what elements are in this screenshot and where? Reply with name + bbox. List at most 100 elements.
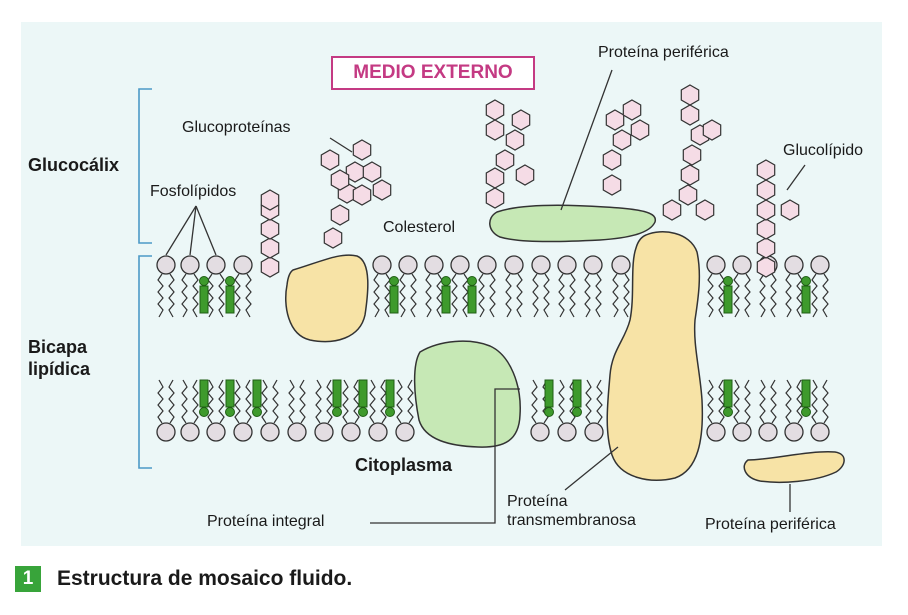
sugar-hexagon [695,199,715,221]
phospholipid [233,379,253,442]
cholesterol [225,379,235,417]
phospholipid [395,379,415,442]
transmembrane-protein [606,231,704,481]
cholesterol [801,379,811,417]
sugar-hexagon [622,99,642,121]
figure-caption: 1 Estructura de mosaico fluido. [15,566,352,592]
sugar-hexagon [612,129,632,151]
sugar-hexagon [352,184,372,206]
phospholipid [424,255,444,318]
cholesterol [358,379,368,417]
cholesterol [544,379,554,417]
sugar-hexagon [320,149,340,171]
integral-protein-inner [413,340,521,448]
phospholipid [706,379,726,442]
phospholipid [260,379,280,442]
label-proteina-transmembranosa: Proteína transmembranosa [507,493,636,530]
phospholipid [732,379,752,442]
sugar-hexagon [682,144,702,166]
figure-title: Estructura de mosaico fluido. [57,567,353,590]
label-bicapa-lipidica: Bicapa lipídica [28,337,91,379]
sugar-hexagon [756,237,776,259]
sugar-hexagon [260,218,280,240]
phospholipid [156,255,176,318]
sugar-hexagon [485,167,505,189]
phospholipid [732,255,752,318]
sugar-hexagon [630,119,650,141]
sugar-hexagon [605,109,625,131]
label-citoplasma: Citoplasma [355,455,453,475]
integral-protein-outer [285,254,369,343]
phospholipid [504,255,524,318]
phospholipid [206,255,226,318]
cholesterol [467,276,477,314]
phospholipid [584,379,604,442]
sugar-hexagon [485,119,505,141]
sugar-chains [260,84,800,278]
sugar-hexagon [756,256,776,278]
label-glucocalix: Glucocálix [28,155,120,175]
sugar-hexagon [485,99,505,121]
sugar-hexagon [495,149,515,171]
sugar-hexagon [678,184,698,206]
peripheral-protein-top [489,204,656,243]
cholesterol [199,379,209,417]
phospholipid [450,255,470,318]
label-proteina-periferica-top: Proteína periférica [598,44,729,61]
sugar-hexagon [511,109,531,131]
diagram-background [21,22,882,546]
label-colesterol: Colesterol [383,219,456,236]
phospholipid [583,255,603,318]
sugar-hexagon [662,199,682,221]
sugar-hexagon [756,159,776,181]
phospholipid [531,255,551,318]
phospholipid [784,379,804,442]
label-fosfolipidos: Fosfolípidos [150,183,237,200]
phospholipid [557,255,577,318]
sugar-hexagon [680,84,700,106]
phospholipid [810,379,830,442]
sugar-hexagon [780,199,800,221]
glucocalix-brace [138,88,152,244]
cholesterol [389,276,399,314]
figure-number-badge: 1 [15,566,41,592]
sugar-hexagon [362,161,382,183]
peripheral-protein-bottom [743,450,845,483]
sugar-hexagon [260,237,280,259]
sugar-hexagon [260,189,280,211]
sugar-hexagon [485,187,505,209]
cholesterol [572,379,582,417]
cholesterol [723,276,733,314]
sugar-hexagon [323,227,343,249]
phospholipid [611,255,631,318]
sugar-hexagon [260,256,280,278]
phospholipid [206,379,226,442]
phospholipid [180,255,200,318]
phospholipid [341,379,361,442]
sugar-hexagon [680,104,700,126]
cholesterol [199,276,209,314]
cholesterol [441,276,451,314]
label-proteina-integral: Proteína integral [207,513,325,530]
sugar-hexagon [372,179,392,201]
phospholipid [233,255,253,318]
phospholipid [810,255,830,318]
phospholipid [156,379,176,442]
sugar-hexagon [702,119,722,141]
sugar-hexagon [602,174,622,196]
phospholipid [706,255,726,318]
bicapa-brace [138,255,152,469]
sugar-hexagon [330,169,350,191]
cholesterol [225,276,235,314]
cholesterol [252,379,262,417]
sugar-hexagon [756,218,776,240]
phospholipid [368,379,388,442]
medio-externo-label: MEDIO EXTERNO [331,56,535,90]
phospholipid [784,255,804,318]
phospholipid [287,379,307,442]
label-proteina-periferica-bottom: Proteína periférica [705,516,836,533]
sugar-hexagon [330,204,350,226]
phospholipid [372,255,392,318]
sugar-hexagon [515,164,535,186]
